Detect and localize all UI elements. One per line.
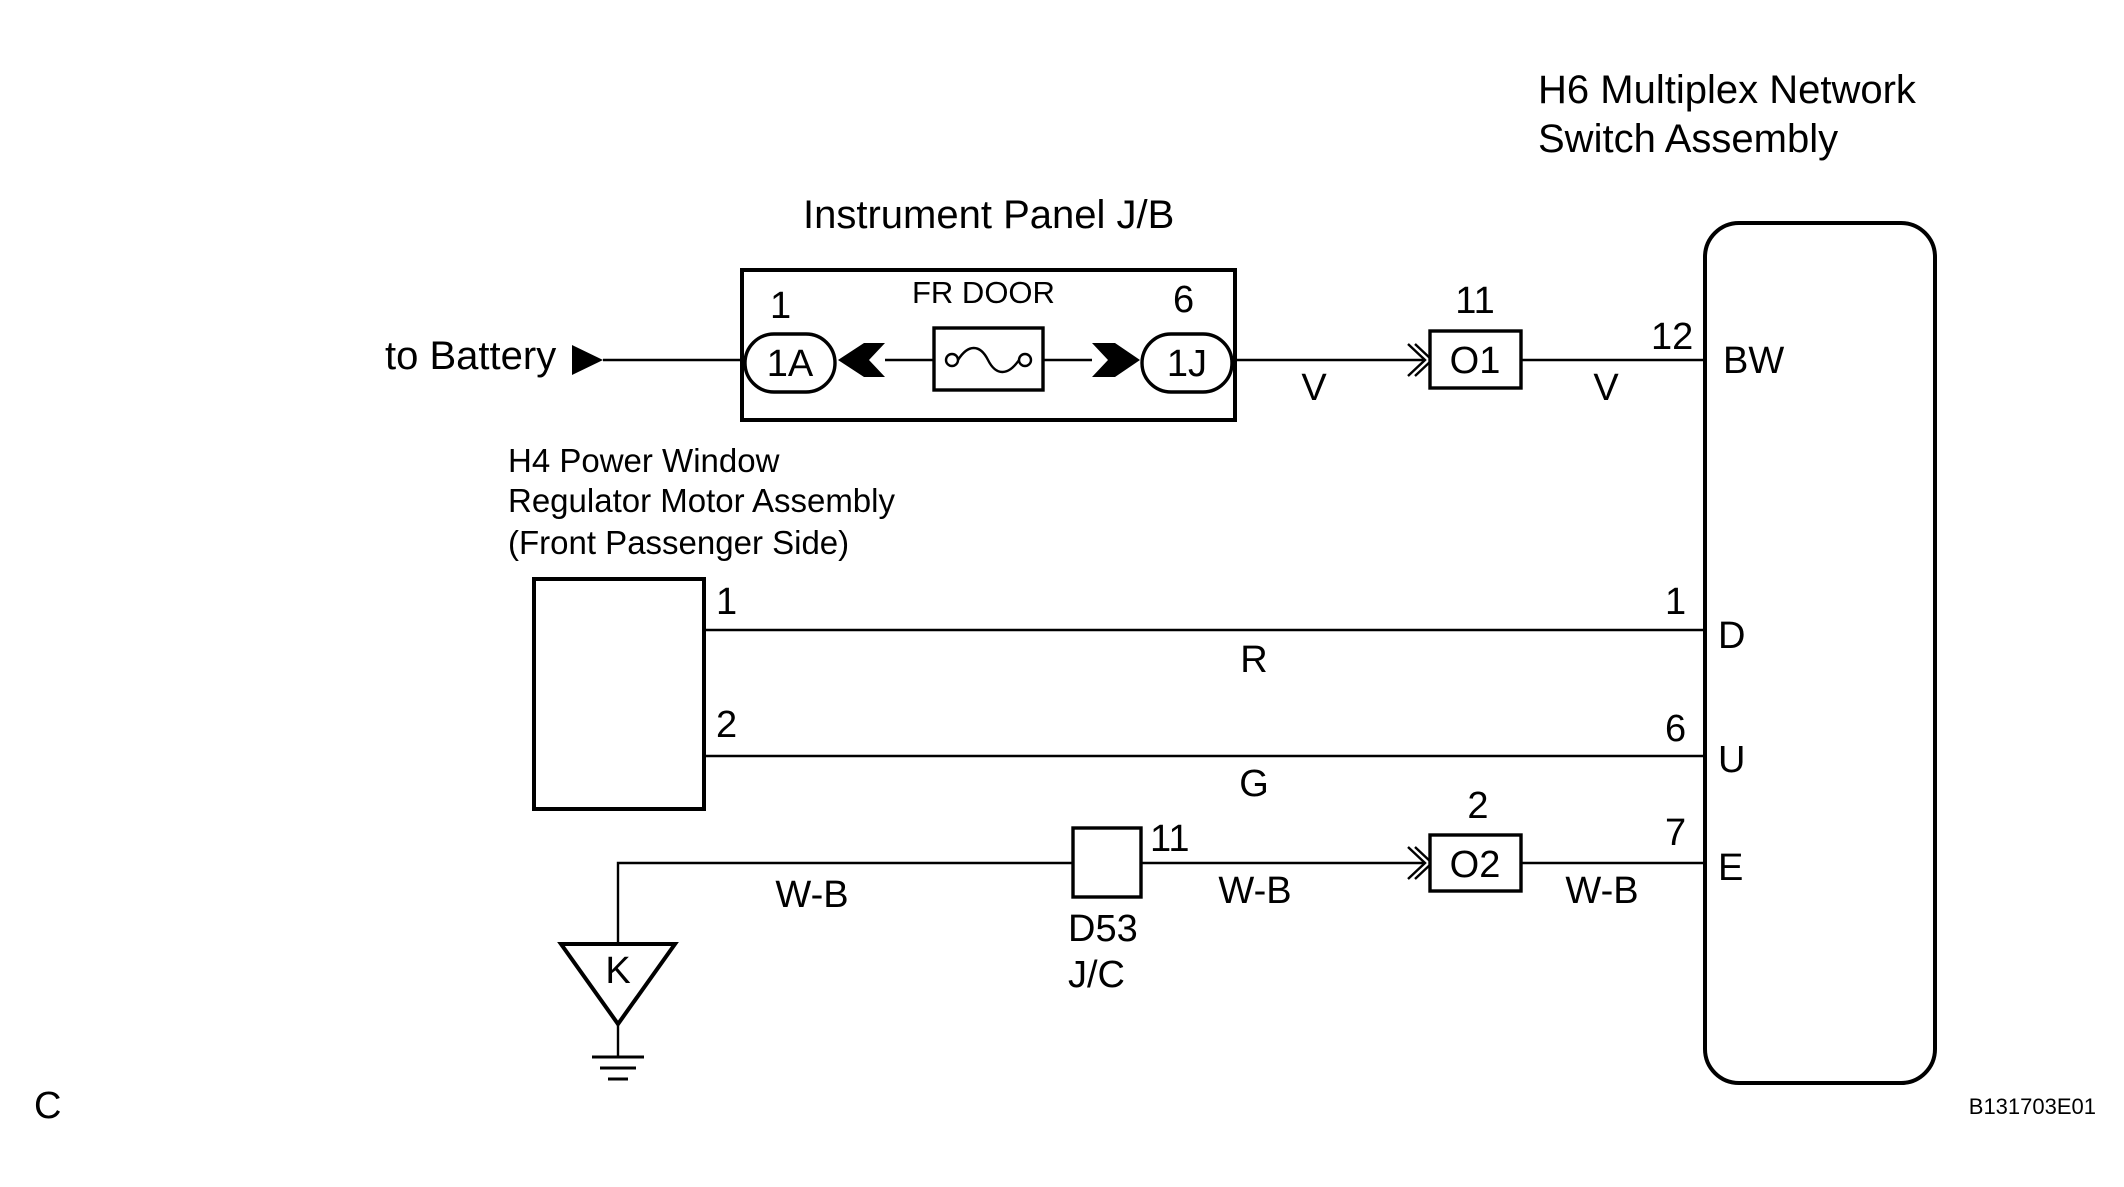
wire-wb-label-1: W-B xyxy=(775,874,848,916)
h6-pin-name-e: E xyxy=(1718,847,1743,889)
o1-plug-marker xyxy=(1407,343,1427,377)
connector-1j-label: 1J xyxy=(1167,343,1207,385)
h4-title-line2: Regulator Motor Assembly xyxy=(508,482,895,519)
jb-left-pin-number: 1 xyxy=(770,285,791,327)
d53-pin: 11 xyxy=(1150,818,1189,860)
jb-title: Instrument Panel J/B xyxy=(803,193,1174,237)
wire-wb-label-2: W-B xyxy=(1218,870,1291,912)
h4-motor-box xyxy=(532,577,706,811)
wire-wb-ground-to-d53 xyxy=(616,861,1073,944)
figure-code: B131703E01 xyxy=(1969,1094,2096,1119)
ground-point-k xyxy=(557,942,679,1028)
h4-title-line3: (Front Passenger Side) xyxy=(508,524,849,561)
to-battery-label: to Battery xyxy=(385,334,556,378)
connector-o2-pin: 2 xyxy=(1467,785,1488,827)
h4-title-line1: H4 Power Window xyxy=(508,442,780,479)
connector-1a-terminal xyxy=(838,343,885,377)
wire-v-label-2: V xyxy=(1593,367,1619,409)
connector-1j xyxy=(1140,332,1234,394)
h6-pin-name-u: U xyxy=(1718,739,1745,781)
h6-pin-name-bw: BW xyxy=(1723,340,1784,382)
wire-r-label: R xyxy=(1240,639,1267,681)
h6-pin-num-u: 6 xyxy=(1665,708,1686,750)
h4-pin-1: 1 xyxy=(716,581,737,623)
h4-pin-2: 2 xyxy=(716,704,737,746)
h6-pin-num-e: 7 xyxy=(1665,812,1686,854)
d53-code-label: D53 xyxy=(1068,908,1138,950)
wire-wb-label-3: W-B xyxy=(1565,870,1638,912)
fuse-label: FR DOOR xyxy=(912,275,1055,310)
fuse-left-terminal xyxy=(944,352,960,368)
h6-pin-num-d: 1 xyxy=(1665,581,1686,623)
connector-1j-terminal xyxy=(1092,343,1140,377)
o2-plug-marker xyxy=(1407,846,1427,880)
battery-arrow-icon xyxy=(572,345,603,375)
jb-box xyxy=(740,268,1237,422)
jb-right-pin-number: 6 xyxy=(1173,279,1194,321)
fuse-right-terminal xyxy=(1017,352,1033,368)
connector-o1-pin: 11 xyxy=(1455,280,1494,322)
h6-title-line2: Switch Assembly xyxy=(1538,117,1838,161)
h6-pin-num-bw: 12 xyxy=(1651,316,1693,358)
wire-v-label-1: V xyxy=(1301,367,1327,409)
connector-o1-label: O1 xyxy=(1450,340,1501,382)
connector-1a-label: 1A xyxy=(767,343,814,385)
ground-label-k: K xyxy=(605,950,630,992)
connector-o2-label: O2 xyxy=(1450,844,1501,886)
d53-type-label: J/C xyxy=(1068,954,1125,996)
fuse-element xyxy=(956,346,1020,374)
connector-1a xyxy=(743,332,837,394)
page-corner-label: C xyxy=(34,1085,61,1127)
junction-connector-d53 xyxy=(1071,826,1143,899)
h6-title-line1: H6 Multiplex Network xyxy=(1538,68,1917,112)
wire-g-label: G xyxy=(1239,763,1269,805)
connector-o1 xyxy=(1428,329,1523,390)
h6-pin-name-d: D xyxy=(1718,615,1745,657)
h6-switch-assembly-box xyxy=(1703,221,1937,1085)
